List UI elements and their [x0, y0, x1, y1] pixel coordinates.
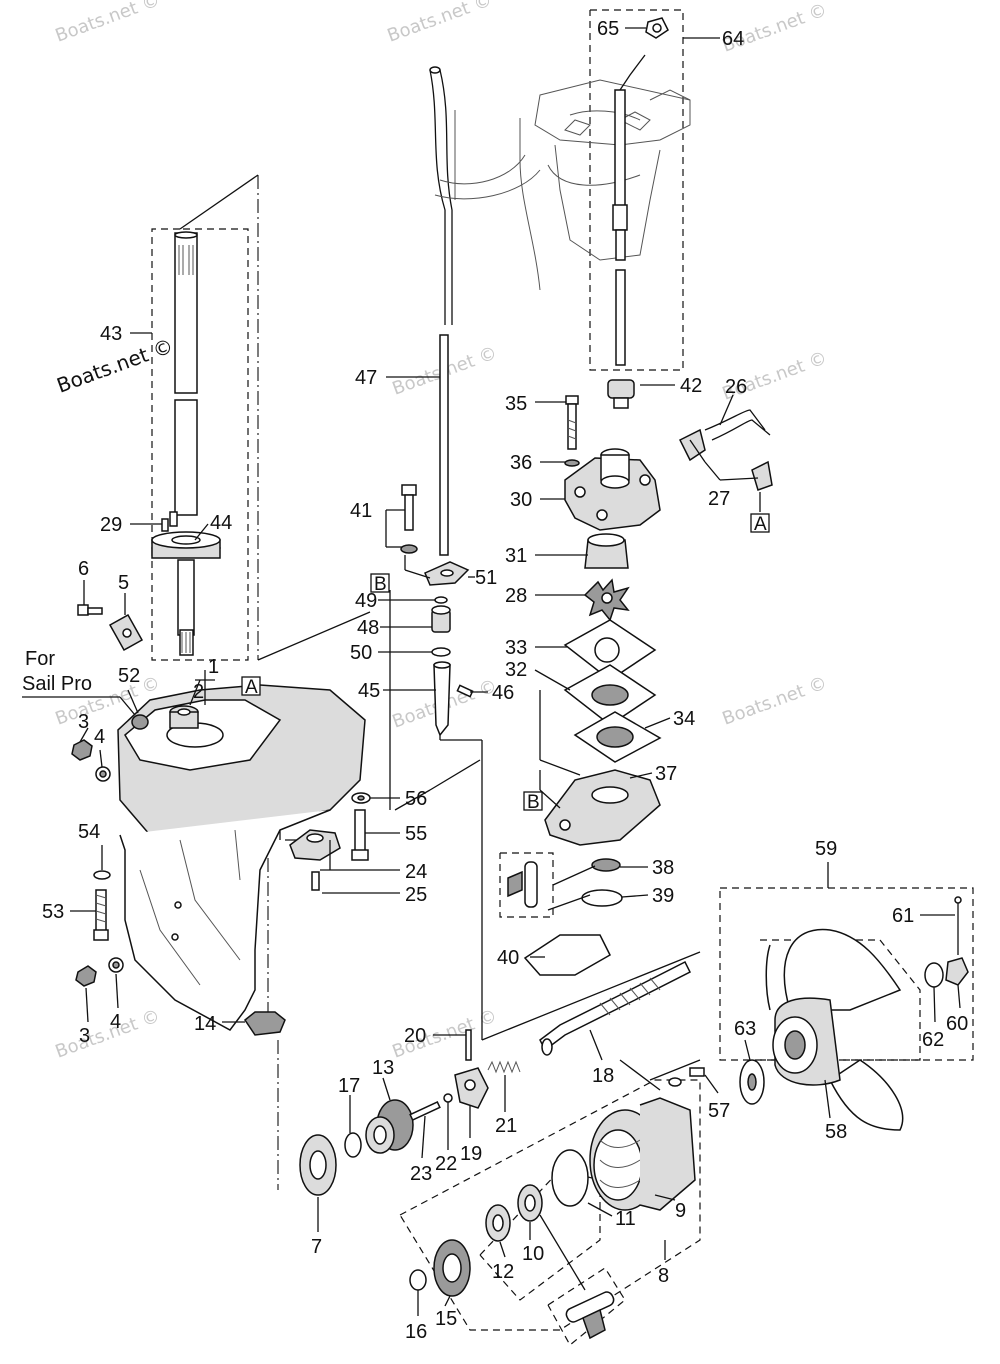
part-label: 4	[94, 726, 105, 748]
part-label: 41	[350, 500, 372, 522]
part-label: 3	[79, 1025, 90, 1047]
part-label: 13	[372, 1057, 394, 1079]
part-label: 32	[505, 659, 527, 681]
ref-a: A	[245, 677, 258, 698]
part-label: 21	[495, 1115, 517, 1137]
reference-boxes: A A B B	[241, 513, 770, 813]
part-label: 15	[435, 1308, 457, 1330]
part-label: 28	[505, 585, 527, 607]
leader-lines	[22, 27, 961, 1316]
part-label: 30	[510, 489, 532, 511]
part-label: 16	[405, 1321, 427, 1343]
part-label: 56	[405, 788, 427, 810]
part-label: 37	[655, 763, 677, 785]
propeller	[739, 896, 969, 1131]
part-label: 38	[652, 857, 674, 879]
part-label: 59	[815, 838, 837, 860]
part-label: 35	[505, 393, 527, 415]
part-label: 44	[210, 512, 232, 534]
part-label: 20	[404, 1025, 426, 1047]
part-label: 58	[825, 1121, 847, 1143]
part-label: 49	[355, 590, 377, 612]
watermark: Boats.net ©	[53, 0, 163, 47]
part-label: 9	[675, 1200, 686, 1222]
part-label: 54	[78, 821, 100, 843]
part-label: 50	[350, 642, 372, 664]
part-label: 23	[410, 1163, 432, 1185]
part-label: 27	[708, 488, 730, 510]
part-label: 57	[708, 1100, 730, 1122]
part-label: 45	[358, 680, 380, 702]
part-label: 46	[492, 682, 514, 704]
part-label: 12	[492, 1261, 514, 1283]
part-label: 24	[405, 861, 427, 883]
part-label: 25	[405, 884, 427, 906]
part-label: 55	[405, 823, 427, 845]
part-labels: 1 2 3 4 3 4 5 6 7 8 9 10 11 12 13 14 15 …	[42, 18, 968, 1343]
part-label: 43	[100, 323, 122, 345]
part-label: 39	[652, 885, 674, 907]
part-label: 4	[110, 1011, 121, 1033]
shift-rod	[607, 17, 669, 409]
part-label: 34	[673, 708, 695, 730]
part-label: 47	[355, 367, 377, 389]
part-label: 17	[338, 1075, 360, 1097]
shift-components	[400, 484, 474, 737]
ref-b: B	[374, 574, 387, 595]
part-label: 18	[592, 1065, 614, 1087]
part-label: 26	[725, 376, 747, 398]
part-label: 11	[615, 1208, 636, 1230]
ref-a: A	[754, 514, 767, 535]
part-label: 65	[597, 18, 619, 40]
part-label: 64	[722, 28, 744, 50]
part-label: 1	[208, 656, 219, 678]
part-label: 6	[78, 558, 89, 580]
upper-casing	[534, 79, 691, 261]
lower-casing	[71, 604, 371, 1031]
group-outlines	[151, 9, 974, 1346]
water-tube-rod	[439, 334, 449, 556]
note-line-2: Sail Pro	[22, 673, 92, 695]
part-label: 33	[505, 637, 527, 659]
watermark: Boats.net ©	[385, 0, 495, 47]
water-tube	[429, 66, 541, 556]
water-pump	[507, 395, 773, 976]
part-label: 10	[522, 1243, 544, 1265]
ref-b: B	[527, 792, 540, 813]
part-label: 36	[510, 452, 532, 474]
drive-shaft	[151, 231, 221, 656]
part-label: 29	[100, 514, 122, 536]
part-label: 5	[118, 572, 129, 594]
part-label: 2	[193, 681, 204, 703]
note-line-1: For	[25, 648, 55, 670]
part-label: 63	[734, 1018, 756, 1040]
part-label: 61	[892, 905, 914, 927]
part-label: 60	[946, 1013, 968, 1035]
part-label: 14	[194, 1013, 216, 1035]
part-label: 62	[922, 1029, 944, 1051]
part-label: 19	[460, 1143, 482, 1165]
part-label: 8	[658, 1265, 669, 1287]
part-label: 22	[435, 1153, 457, 1175]
gear-internals	[243, 960, 705, 1340]
part-label: 48	[357, 617, 379, 639]
part-label: 51	[475, 567, 497, 589]
watermark: Boats.net ©	[720, 672, 830, 729]
part-label: 31	[505, 545, 527, 567]
watermark: Boats.net ©	[53, 1005, 163, 1062]
part-label: 52	[118, 665, 140, 687]
part-label: 42	[680, 375, 702, 397]
sail-pro-note: For Sail Pro	[22, 648, 92, 695]
part-label: 3	[78, 711, 89, 733]
part-label: 53	[42, 901, 64, 923]
part-label: 40	[497, 947, 519, 969]
part-label: 7	[311, 1236, 322, 1258]
